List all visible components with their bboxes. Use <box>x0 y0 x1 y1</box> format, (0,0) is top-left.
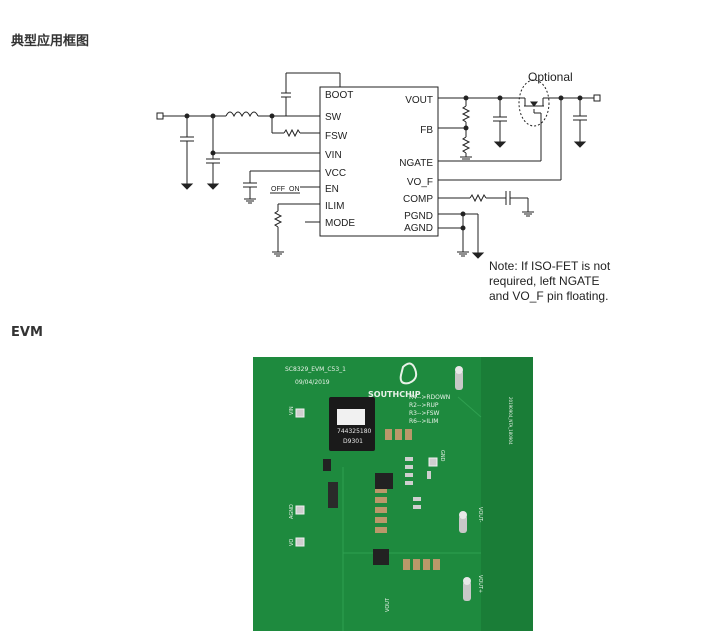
input-terminal <box>156 112 164 120</box>
note-line-1: Note: If ISO-FET is not <box>489 259 611 273</box>
note-line-3: and VO_F pin floating. <box>489 289 609 303</box>
capacitor-row-bottom <box>403 559 440 570</box>
note-r6: R6-->ILIM <box>409 418 438 425</box>
pin-mode: MODE <box>325 218 355 229</box>
ilim-resistor <box>273 210 283 228</box>
optional-fet-outline <box>518 79 550 127</box>
heading-typical-application: 典型应用框图 <box>11 34 90 49</box>
pad-vout-plus: VOUT+ <box>477 575 483 593</box>
comp-resistor <box>469 193 487 203</box>
logo-text: SOUTHCHIP <box>368 390 421 399</box>
note-r4: R4-->RDOWN <box>409 394 450 401</box>
pad-gnd: GND <box>439 450 445 462</box>
board-vertical-code: 20190904_NTA_180904 <box>508 397 513 445</box>
pin-fb: FB <box>420 125 433 136</box>
pin-vcc: VCC <box>325 168 346 179</box>
switch-off: OFF <box>271 186 285 193</box>
pin-boot: BOOT <box>325 90 353 101</box>
note-r3: R3-->FSW <box>409 410 439 417</box>
test-posts <box>455 366 471 601</box>
pad-agnd: AGND <box>289 504 295 519</box>
fb-resistor-top <box>461 105 471 123</box>
right-pin-labels: VOUT FB NGATE VO_F COMP PGND AGND <box>399 95 433 234</box>
capacitor-column-mid <box>375 487 387 533</box>
output-terminal <box>593 94 601 102</box>
pad-vout-minus: VOUT- <box>477 507 483 523</box>
fsw-resistor <box>283 128 301 138</box>
pad-vin: VIN <box>289 406 295 415</box>
heading-evm: EVM <box>11 325 43 340</box>
pin-vout: VOUT <box>405 95 433 106</box>
inductor-lot: D9301 <box>343 438 363 445</box>
fb-resistor-bottom <box>461 136 471 154</box>
pin-fsw: FSW <box>325 131 348 142</box>
southchip-logo-mark <box>399 362 418 385</box>
note-r2: R2-->RUP <box>409 402 439 409</box>
evm-board-photo: SC8329_EVM_C53_1 09/04/2019 R4-->RDOWN R… <box>253 357 533 631</box>
note-line-2: required, left NGATE <box>489 274 600 288</box>
pin-vin: VIN <box>325 150 342 161</box>
pad-vout: VOUT <box>385 597 391 612</box>
schematic-note: Note: If ISO-FET is not required, left N… <box>489 259 610 304</box>
inductor <box>225 111 259 118</box>
switch-on: ON <box>289 186 300 193</box>
board-title: SC8329_EVM_C53_1 <box>285 366 346 373</box>
pad-vo: VO <box>289 539 295 546</box>
pin-pgnd: PGND <box>404 211 433 222</box>
pin-ilim: ILIM <box>325 201 344 212</box>
en-switch-labels: OFF ON <box>271 186 300 193</box>
ic-fet <box>373 549 389 565</box>
pin-vo-f: VO_F <box>407 177 433 188</box>
ic-main <box>375 473 393 489</box>
test-pads <box>295 408 438 547</box>
pin-agnd: AGND <box>404 223 433 234</box>
pin-sw: SW <box>325 112 342 123</box>
pin-ngate: NGATE <box>399 158 433 169</box>
pin-comp: COMP <box>403 194 433 205</box>
inductor-code: 744325180 <box>337 428 372 435</box>
left-pin-labels: BOOT SW FSW VIN VCC EN ILIM MODE <box>325 90 355 229</box>
capacitor-row-top <box>385 429 412 440</box>
board-date: 09/04/2019 <box>295 379 330 386</box>
optional-label: Optional <box>528 70 573 84</box>
pin-en: EN <box>325 184 339 195</box>
typical-application-schematic: BOOT SW FSW VIN VCC EN ILIM MODE VOUT FB… <box>156 70 601 259</box>
